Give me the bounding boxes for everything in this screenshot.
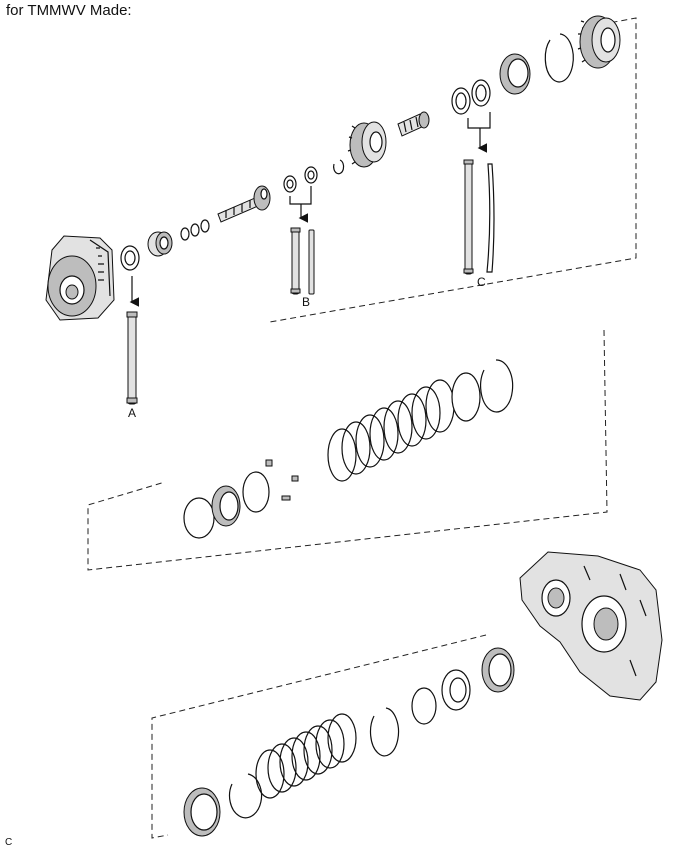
thrust-washer-c2-inner bbox=[475, 84, 487, 102]
frame-lower bbox=[151, 634, 487, 839]
thrust-bearing-a-inner bbox=[124, 250, 136, 266]
thrust-washer-b1-inner bbox=[286, 179, 294, 189]
clutch-piston bbox=[211, 485, 241, 527]
clutch-disc-pack-lower bbox=[255, 713, 357, 799]
lower-thrust-ring bbox=[411, 687, 437, 725]
corner-mark: C bbox=[5, 837, 13, 848]
lower-snap-ring-middle bbox=[369, 707, 400, 757]
clutch-small-parts bbox=[265, 459, 299, 501]
shim-set-b bbox=[290, 227, 315, 295]
thrust-washer-c1-inner bbox=[455, 92, 467, 110]
diagram-caption: for TMMWV Made: bbox=[6, 2, 132, 19]
lower-spring-retainer bbox=[441, 669, 471, 711]
thrust-washer-b2-inner bbox=[307, 170, 315, 180]
lower-retaining-ring bbox=[228, 773, 263, 819]
transaxle-case bbox=[519, 551, 663, 701]
clutch-flange-middle bbox=[451, 372, 481, 422]
snap-ring-small bbox=[333, 159, 345, 175]
callout-c: C bbox=[477, 275, 486, 289]
thrust-washer-b1 bbox=[283, 175, 297, 193]
o-rings bbox=[180, 219, 210, 241]
clutch-disc-pack-middle bbox=[327, 379, 455, 482]
snap-ring-upper bbox=[544, 33, 574, 83]
snap-ring-middle bbox=[480, 359, 514, 413]
thrust-washer-c2 bbox=[471, 79, 491, 107]
thrust-washer-c1 bbox=[451, 87, 471, 115]
bracket-c bbox=[467, 112, 491, 129]
frame-upper bbox=[269, 17, 637, 323]
frame-middle bbox=[87, 329, 608, 571]
planetary-shaft bbox=[397, 111, 430, 137]
sun-gear bbox=[347, 121, 387, 168]
oil-pump bbox=[45, 235, 115, 321]
shim-set-c bbox=[463, 159, 495, 275]
callout-a: A bbox=[128, 406, 136, 420]
clutch-return-ring bbox=[242, 471, 270, 513]
input-shaft-bearing bbox=[147, 231, 173, 257]
lower-piston bbox=[481, 647, 515, 693]
thrust-washer-b2 bbox=[304, 166, 318, 184]
ring-gear-upper bbox=[499, 53, 531, 95]
thrust-bearing-a bbox=[120, 245, 140, 271]
shim-set-a bbox=[126, 311, 138, 405]
clutch-snap-ring-left bbox=[183, 497, 215, 539]
lower-snap-ring-left bbox=[183, 787, 221, 837]
input-shaft bbox=[217, 185, 271, 223]
callout-b: B bbox=[302, 295, 310, 309]
counter-drive-gear bbox=[577, 15, 621, 69]
